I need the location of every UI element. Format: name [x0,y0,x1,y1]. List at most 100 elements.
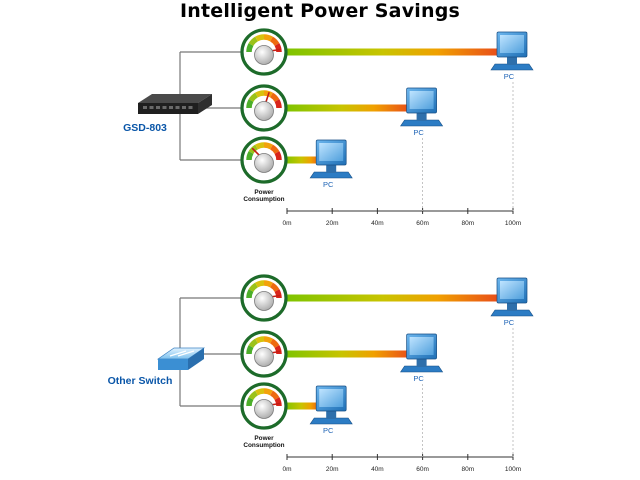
axis-tick-label: 60m [416,466,429,473]
gauge-segment [246,397,254,407]
keyboard-base [490,63,534,71]
gauge-segment [263,336,273,344]
gauge-segment [248,282,259,293]
axis-tick-label: 100m [505,466,521,473]
axis-tick-label: 0m [282,466,291,473]
power-gauge-icon [240,274,288,322]
gauge-knob [254,153,274,173]
gauge-segment [255,34,265,42]
switch-port [162,106,167,109]
power-gauge-icon [240,28,288,76]
switch-label: GSD-803 [123,122,167,134]
keyboard-base [490,309,534,317]
pc-icon [400,333,444,373]
desktop-switch-icon [138,94,212,114]
pc-icon [309,139,353,179]
gauge-segment [269,338,280,349]
gauge-segment [269,144,280,155]
gauge-segment [255,90,265,98]
pc-icon [309,385,353,425]
gauge-segment [269,390,280,401]
switch-side [198,94,212,114]
axis-tick-label: 20m [326,220,339,227]
axis-tick-label: 0m [282,220,291,227]
gauge-segment [263,142,273,150]
gauge-segment [255,280,265,288]
pc-label: PC [323,426,334,435]
power-gauge-icon [240,330,288,378]
switch-port [149,106,154,109]
switch-port [188,106,193,109]
cable-power-bar [284,156,323,164]
monitor-screen [409,91,434,109]
cable-power-bar [284,104,413,112]
gauge-segment [274,397,282,407]
gauge-segment [274,345,282,355]
monitor-stand [416,112,427,121]
gauge-segment [255,336,265,344]
monitor-screen [319,143,344,161]
pc-label: PC [504,72,515,81]
gauge-segment [246,289,254,299]
gauge-segment [263,388,273,396]
monitor-stand [326,164,337,173]
keyboard-base [309,171,353,179]
monitor-stand [326,410,337,419]
gauge-segment [246,99,254,109]
pc-icon [400,87,444,127]
monitor-screen [409,337,434,355]
switch-port [182,106,186,109]
gauge-segment [269,282,280,293]
monitor-stand [416,358,427,367]
power-consumption-label: Consumption [243,196,284,203]
gauge-knob [254,45,274,65]
gauge-segment [269,92,280,103]
power-consumption-label: Consumption [243,442,284,449]
axis-tick-label: 100m [505,220,521,227]
page-title: Intelligent Power Savings [179,0,461,22]
cable-power-bar [284,294,503,302]
keyboard-base [309,417,353,425]
switch-label: Other Switch [108,375,173,387]
switch-front [138,103,198,114]
cable-power-bar [284,402,323,410]
power-gauge-icon [240,84,288,132]
gauge-knob [254,399,274,419]
gauge-segment [274,99,282,109]
gauge-knob [254,347,274,367]
switch-front [158,359,188,370]
gauge-knob [254,101,274,121]
switch-port [169,106,173,109]
axis-tick-label: 60m [416,220,429,227]
gauge-segment [248,338,259,349]
switch-port [175,106,180,109]
keyboard-base [400,365,444,373]
power-consumption-label: Power [254,189,274,196]
switch-port [156,106,160,109]
switch-port [143,106,147,109]
gauge-knob [254,291,274,311]
gauge-segment [263,280,273,288]
gauge-segment [246,345,254,355]
power-gauge-icon [240,382,288,430]
gauge-segment [274,43,282,53]
pc-label: PC [504,318,515,327]
generic-switch-icon [156,347,206,370]
gauge-segment [274,289,282,299]
axis-tick-label: 20m [326,466,339,473]
monitor-stand [507,56,517,65]
monitor-screen [319,389,344,407]
monitor-stand [507,302,517,311]
axis-tick-label: 80m [461,466,474,473]
cable-power-bar [284,48,503,56]
pc-icon [490,31,534,71]
gauge-segment [246,43,254,53]
pc-icon [490,277,534,317]
gauge-segment [269,36,280,47]
gauge-segment [255,142,265,150]
gauge-segment [248,390,259,401]
cable-power-bar [284,350,413,358]
monitor-screen [500,281,524,299]
pc-label: PC [413,374,424,383]
